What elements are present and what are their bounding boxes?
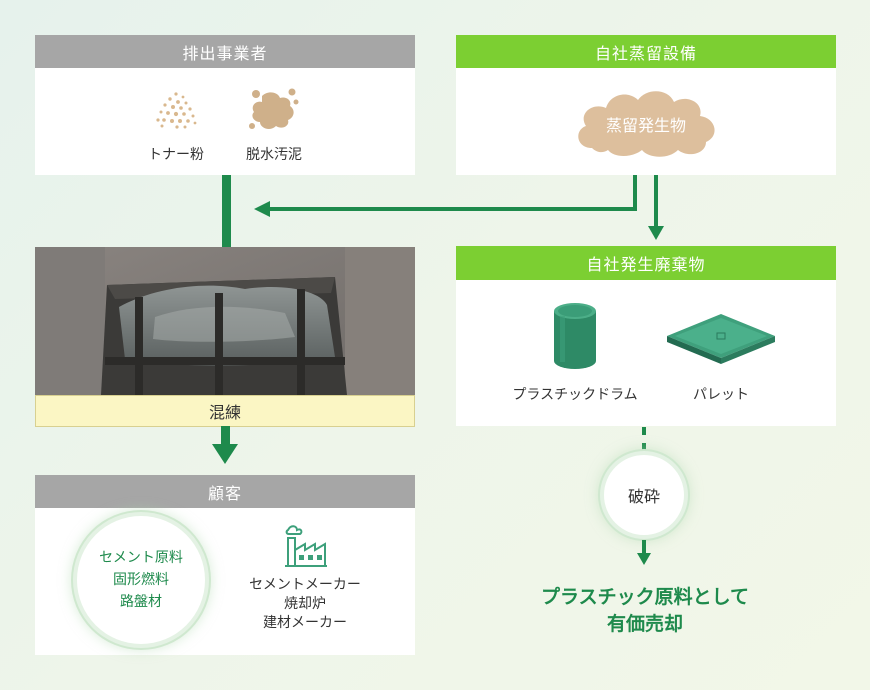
arrow-down-icon: [648, 226, 664, 240]
emitters-header: 排出事業者: [35, 35, 415, 68]
emitters-down-line: [222, 175, 231, 247]
own-waste-title: 自社発生廃棄物: [586, 255, 706, 274]
factory-icon: [285, 525, 327, 567]
distill-return-horizontal: [268, 207, 637, 211]
from-crush-dashed-line: [642, 540, 650, 554]
distill-to-waste-line: [654, 175, 658, 227]
cloud-label: 蒸留発生物: [605, 116, 686, 135]
customers-title: 顧客: [207, 483, 242, 503]
uses-line: 固形燃料: [113, 572, 169, 588]
cloud-icon: [578, 91, 715, 157]
factory-line: セメントメーカー: [249, 577, 361, 593]
emitter-item-label: 脱水汚泥: [246, 147, 302, 163]
distillation-panel: 蒸留発生物: [456, 68, 836, 175]
crush-label: 破砕: [627, 487, 660, 506]
pallet-icon: [667, 314, 775, 364]
customers-header: 顧客: [35, 475, 415, 508]
customers-panel: セメント原料 固形燃料 路盤材 セメントメーカー 焼却炉 建材メーカー: [35, 508, 415, 655]
waste-item-label: プラスチックドラム: [512, 387, 638, 403]
waste-item-label: パレット: [693, 387, 749, 403]
to-crush-dashed-line: [642, 427, 650, 451]
factory-line: 建材メーカー: [263, 615, 347, 631]
uses-line: セメント原料: [99, 550, 183, 566]
powder-icon: [156, 92, 197, 129]
photo-caption-text: 混練: [208, 403, 241, 422]
own-waste-header: 自社発生廃棄物: [456, 246, 836, 280]
emitter-item-label: トナー粉: [148, 147, 204, 163]
emitters-title: 排出事業者: [182, 43, 268, 63]
kneading-photo: [35, 247, 415, 395]
uses-line: 路盤材: [120, 594, 162, 610]
arrow-down-icon: [637, 553, 651, 565]
factory-labels: セメントメーカー 焼却炉 建材メーカー: [235, 576, 375, 633]
arrow-down-icon: [212, 444, 238, 464]
result-line: 有価売却: [606, 613, 683, 635]
result-text: プラスチック原料として 有価売却: [500, 584, 790, 638]
sludge-icon: [249, 88, 299, 129]
drum-icon: [554, 303, 596, 369]
emitters-panel: トナー粉 脱水汚泥: [35, 68, 415, 175]
arrow-left-icon: [254, 201, 270, 217]
own-waste-panel: プラスチックドラム パレット: [456, 280, 836, 426]
factory-line: 焼却炉: [284, 596, 326, 612]
to-customers-line: [221, 426, 230, 446]
photo-caption: 混練: [35, 395, 415, 427]
distillation-header: 自社蒸留設備: [456, 35, 836, 68]
uses-badge: セメント原料 固形燃料 路盤材: [77, 516, 205, 644]
result-line: プラスチック原料として: [540, 586, 750, 608]
crush-badge: 破砕: [604, 455, 684, 535]
distillation-title: 自社蒸留設備: [594, 43, 697, 63]
distill-return-vertical: [633, 175, 637, 211]
